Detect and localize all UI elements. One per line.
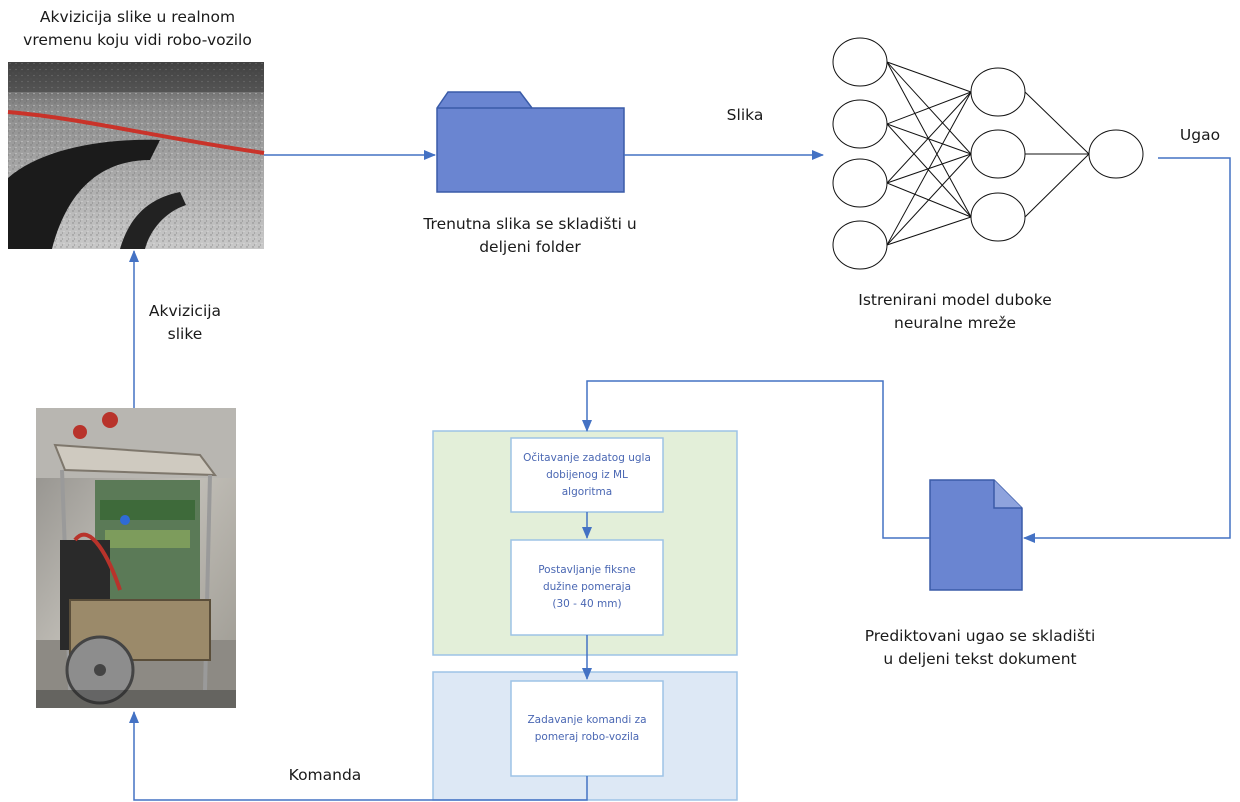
camera-caption-line1: Akvizicija slike u realnom [39,8,236,26]
nn-connection [886,61,972,93]
red-track-line [7,110,265,155]
folder-caption-line2: deljeni folder [479,238,581,256]
nn-connection [886,123,972,155]
arrow-command-to-robot [129,711,588,801]
camera-image [7,62,265,249]
ugao-label: Ugao [1179,126,1221,144]
command-box [510,680,664,777]
nn-connection [886,153,972,246]
doc-caption-line1: Prediktovani ugao se skladišti [864,627,1096,645]
read-angle-box [510,437,664,513]
read-angle-line2: dobijenog iz ML [546,468,628,481]
nn-connection [886,91,972,184]
nn-caption: Istrenirani model duboke neuralne mreže [825,289,1085,335]
nn-caption-line1: Istrenirani model duboke [858,291,1052,309]
acquisition-line2: slike [167,325,203,343]
komanda-label: Komanda [288,766,362,784]
black-track-curve [8,139,160,249]
read-angle-text: Očitavanje zadatog ugla dobijenog iz ML … [511,438,663,512]
acquisition-label: Akvizicija slike [130,300,240,346]
nn-connection [886,91,972,125]
folder-caption: Trenutna slika se skladišti u deljeni fo… [400,213,660,259]
fixed-length-text: Postavljanje fiksne dužine pomeraja (30 … [511,540,663,635]
nn-caption-line2: neuralne mreže [894,314,1016,332]
robot-image [36,408,236,708]
folder-icon [436,91,625,193]
read-angle-line1: Očitavanje zadatog ugla [523,451,651,464]
arrow-nn-to-document [1023,157,1231,543]
fixed-length-line2: dužine pomeraja [542,581,632,593]
nn-connection [1024,91,1090,155]
document-caption: Prediktovani ugao se skladišti u deljeni… [835,625,1125,671]
command-line1: Zadavanje komandi za [527,713,647,726]
nn-connection [886,91,972,246]
slika-label: Slika [726,106,764,124]
command-text: Zadavanje komandi za pomeraj robo-vozila [511,681,663,776]
arrow-document-to-flow [582,380,930,539]
doc-caption-line2: u deljeni tekst dokument [883,650,1077,668]
acquisition-line1: Akvizicija [148,302,222,320]
camera-caption: Akvizicija slike u realnom vremenu koju … [0,6,275,52]
nn-connection [886,216,972,246]
folder-caption-line1: Trenutna slika se skladišti u [423,215,637,233]
read-angle-line3: algoritma [561,485,613,498]
document-icon [929,479,1023,591]
fixed-length-box [510,539,664,636]
nn-connection [1024,153,1090,218]
nn-connection [886,123,972,218]
neural-network [832,37,1144,270]
camera-caption-line2: vremenu koju vidi robo-vozilo [23,31,252,49]
command-line2: pomeraj robo-vozila [534,730,640,743]
fixed-length-line1: Postavljanje fiksne [538,564,636,576]
fixed-length-line3: (30 - 40 mm) [552,598,622,610]
